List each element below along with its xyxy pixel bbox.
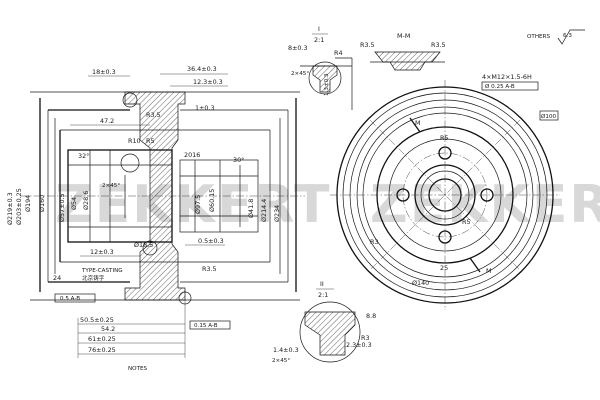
section-view (20, 91, 305, 305)
svg-text:M: M (415, 119, 421, 127)
svg-text:2:1: 2:1 (314, 36, 324, 44)
svg-text:R10: R10 (128, 137, 141, 145)
svg-text:1.4±0.3: 1.4±0.3 (273, 346, 299, 354)
svg-text:12±0.3: 12±0.3 (90, 248, 114, 256)
svg-text:Ø203±0.25: Ø203±0.25 (15, 188, 23, 225)
svg-text:Ø57±0.5: Ø57±0.5 (58, 193, 66, 222)
svg-text:50.5±0.25: 50.5±0.25 (80, 316, 114, 324)
section-mm: M-M R3.5 R3.5 (360, 32, 446, 71)
svg-text:北京铸字: 北京铸字 (82, 274, 105, 282)
section-top-dims: 18±0.3 36.4±0.3 12.3±0.3 1±0.3 47.2 R3.5… (70, 65, 244, 273)
svg-text:Ø160: Ø160 (38, 195, 46, 212)
svg-text:61±0.25: 61±0.25 (88, 335, 116, 343)
svg-text:8±0.3: 8±0.3 (288, 44, 308, 52)
svg-text:Ø28.6: Ø28.6 (82, 191, 90, 210)
svg-text:R3: R3 (361, 334, 370, 342)
svg-text:2:1: 2:1 (318, 291, 328, 299)
svg-text:0.5±0.3: 0.5±0.3 (198, 237, 224, 245)
gdt-frame-2: 0.15 A-B (189, 320, 231, 330)
svg-text:Ø194: Ø194 (24, 195, 32, 212)
svg-text:Ø219±0.3: Ø219±0.3 (6, 192, 14, 225)
svg-text:M-M: M-M (397, 32, 410, 40)
svg-text:M: M (486, 267, 492, 275)
svg-text:II: II (320, 280, 324, 288)
svg-text:R5: R5 (146, 137, 155, 145)
detail-top: I 2:1 8±0.3 R4 2×45° 1.3±0.3 (288, 25, 353, 110)
svg-text:24: 24 (53, 274, 61, 282)
svg-text:R3: R3 (370, 238, 379, 246)
roughness-symbol: 6.3 (557, 29, 585, 45)
svg-text:Ø214.4: Ø214.4 (260, 199, 268, 222)
svg-text:R5: R5 (440, 134, 449, 142)
svg-text:25: 25 (440, 264, 448, 272)
watermark-brand-right: ZEKKERT (370, 175, 600, 235)
svg-text:76±0.25: 76±0.25 (88, 346, 116, 354)
svg-text:0.5 A-B: 0.5 A-B (60, 296, 80, 302)
svg-text:2016: 2016 (184, 151, 200, 159)
svg-text:R4: R4 (334, 49, 343, 57)
watermark-brand: ZEKKERT (55, 175, 332, 235)
svg-text:2.3±0.3: 2.3±0.3 (346, 341, 372, 349)
svg-text:Ø18.5: Ø18.5 (134, 241, 153, 249)
section-bottom-dims: 50.5±0.25 54.2 61±0.25 76±0.25 NOTES (77, 300, 186, 372)
svg-text:2×45°: 2×45° (291, 71, 309, 77)
svg-text:Ø41.8: Ø41.8 (247, 199, 255, 218)
svg-text:TYPE-CASTING: TYPE-CASTING (81, 268, 123, 274)
others-label: OTHERS (527, 34, 550, 40)
section-diameters: Ø219±0.3 Ø203±0.25 Ø194 Ø160 Ø57±0.5 Ø54… (6, 188, 281, 249)
svg-text:4×M12×1.5-6H: 4×M12×1.5-6H (482, 73, 532, 81)
gdt-frame-1: 0.5 A-B (54, 293, 96, 303)
svg-text:R3.5: R3.5 (146, 111, 161, 119)
svg-text:12.3±0.3: 12.3±0.3 (193, 78, 223, 86)
svg-text:Ø 0.25 A-B: Ø 0.25 A-B (485, 83, 515, 90)
svg-text:30°: 30° (233, 156, 244, 164)
svg-text:Ø60.15: Ø60.15 (208, 189, 216, 212)
svg-text:R3.5: R3.5 (360, 41, 375, 49)
section-inner-dims: 12±0.3 0.5±0.3 24 TYPE-CASTING 北京铸字 (53, 237, 225, 282)
svg-text:47.2: 47.2 (100, 117, 114, 125)
svg-text:8.8: 8.8 (366, 312, 376, 320)
svg-text:0.15 A-B: 0.15 A-B (194, 323, 218, 329)
svg-text:32°: 32° (78, 152, 89, 160)
svg-text:1±0.3: 1±0.3 (195, 104, 215, 112)
svg-text:I: I (318, 25, 320, 33)
svg-text:Ø97.5: Ø97.5 (194, 195, 202, 214)
detail-bottom: II 2:1 8.8 1.4±0.3 2.3±0.3 R3 2×45° (272, 280, 376, 364)
svg-text:R5: R5 (462, 218, 471, 226)
svg-text:R3.5: R3.5 (431, 41, 446, 49)
svg-text:R3.5: R3.5 (202, 265, 217, 273)
front-view: 4×M12×1.5-6H Ø 0.25 A-B Ø100 M M R5 R5 R… (330, 73, 560, 310)
svg-text:18±0.3: 18±0.3 (92, 68, 116, 76)
svg-text:36.4±0.3: 36.4±0.3 (187, 65, 217, 73)
svg-text:6.3: 6.3 (563, 33, 572, 39)
svg-text:2×45°: 2×45° (272, 358, 290, 364)
svg-text:2×45°: 2×45° (102, 183, 120, 189)
svg-text:Ø140: Ø140 (412, 279, 429, 287)
svg-text:Ø54: Ø54 (70, 197, 78, 210)
svg-text:54.2: 54.2 (101, 325, 115, 333)
svg-text:Ø100: Ø100 (541, 113, 557, 120)
svg-text:Ø234: Ø234 (273, 205, 281, 222)
svg-text:NOTES: NOTES (128, 366, 148, 372)
